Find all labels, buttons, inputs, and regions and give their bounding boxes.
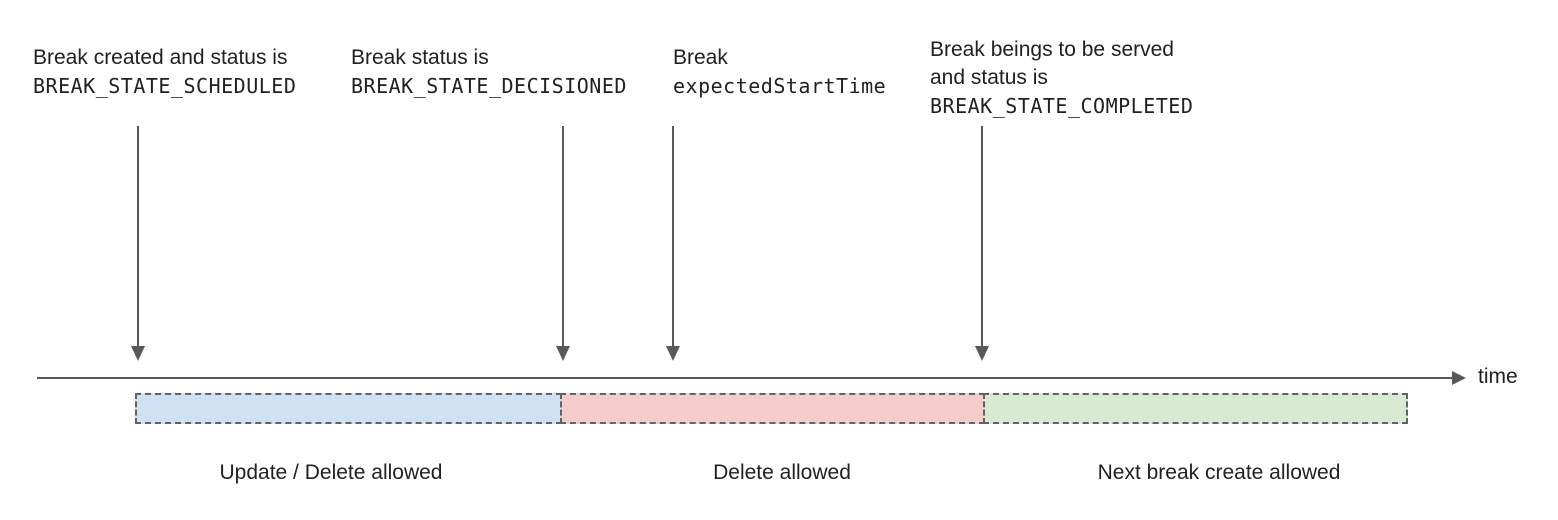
annotation-break-scheduled: Break created and status is BREAK_STATE_…: [33, 44, 296, 100]
segment-label-next-break-create: Next break create allowed: [1097, 461, 1341, 484]
timeline-axis-label: time: [1478, 365, 1518, 388]
annotation-break-decisioned: Break status is BREAK_STATE_DECISIONED: [351, 44, 627, 100]
segment-label-delete: Delete allowed: [713, 461, 851, 484]
annotation-code: BREAK_STATE_DECISIONED: [351, 74, 627, 98]
arrow-down-icon: [131, 346, 145, 361]
annotation-text: Break status is: [351, 46, 489, 69]
arrow-line: [981, 126, 983, 347]
segment-label-update-delete: Update / Delete allowed: [219, 461, 443, 484]
annotation-code: BREAK_STATE_COMPLETED: [930, 94, 1194, 118]
arrow-down-icon: [556, 346, 570, 361]
arrow-line: [562, 126, 564, 347]
annotation-expected-start-time: Break expectedStartTime: [673, 44, 886, 100]
annotation-text: Break created and status is: [33, 46, 288, 69]
arrow-down-icon: [666, 346, 680, 361]
annotation-text: and status is: [930, 66, 1048, 89]
annotation-text: Break: [673, 46, 728, 69]
arrow-right-icon: [1452, 371, 1466, 385]
annotation-code: expectedStartTime: [673, 74, 887, 98]
annotation-text: Break beings to be served: [930, 38, 1174, 61]
annotation-break-completed: Break beings to be served and status is …: [930, 36, 1193, 120]
segment-update-delete-allowed: [135, 393, 562, 424]
arrow-line: [137, 126, 139, 347]
timeline-axis: [37, 377, 1453, 379]
arrow-down-icon: [975, 346, 989, 361]
segment-next-break-create-allowed: [983, 393, 1408, 424]
annotation-code: BREAK_STATE_SCHEDULED: [33, 74, 297, 98]
arrow-line: [672, 126, 674, 347]
segment-delete-allowed: [560, 393, 985, 424]
